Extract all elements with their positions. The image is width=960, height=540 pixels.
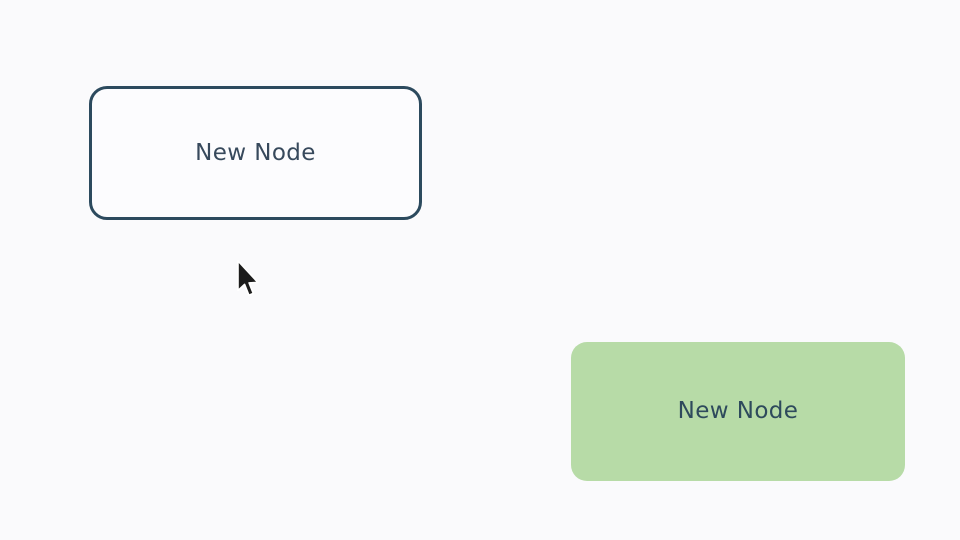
mouse-cursor-icon [236,260,262,300]
node-new-node-filled[interactable]: New Node [571,342,905,481]
node-label: New Node [195,139,316,166]
node-new-node-outlined[interactable]: New Node [89,86,422,220]
node-label: New Node [677,398,799,424]
